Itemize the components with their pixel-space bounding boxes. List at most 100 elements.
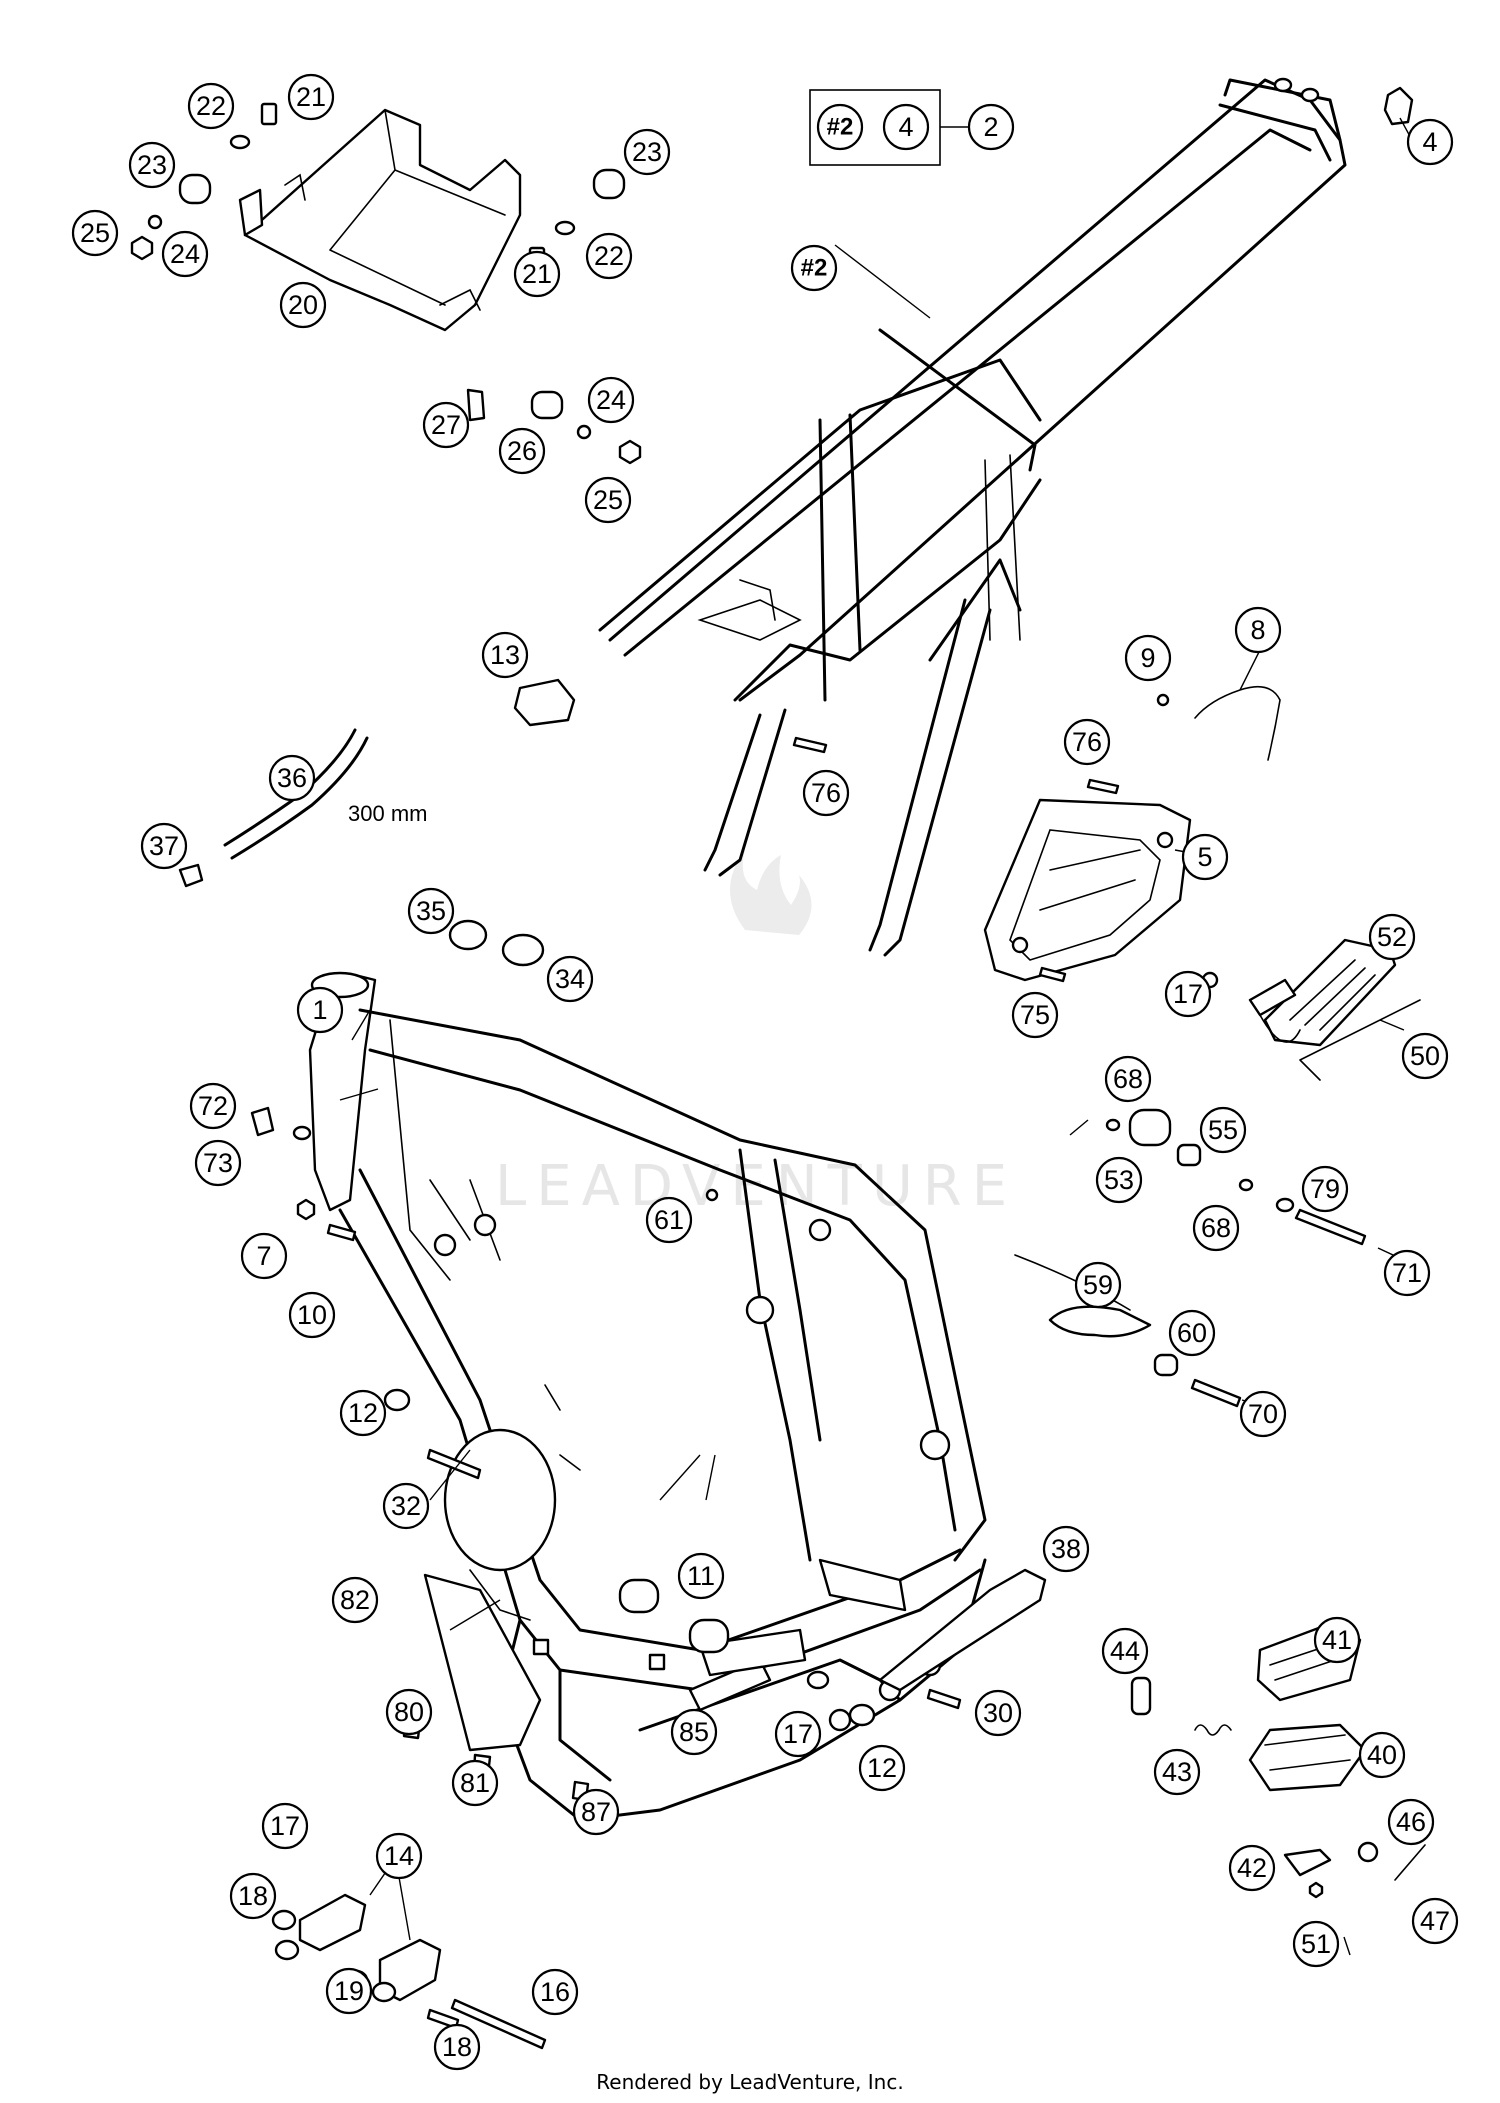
callout-label: 4 [1422, 127, 1437, 157]
callout-52: 52 [1368, 913, 1416, 961]
callout-41: 41 [1313, 1616, 1361, 1664]
callout-label: 55 [1208, 1115, 1238, 1145]
callout-label: 40 [1367, 1740, 1397, 1770]
watermark-text: LEADVENTURE [495, 1154, 1017, 1219]
callout-51: 51 [1292, 1920, 1340, 1968]
callout-label: 24 [596, 385, 626, 415]
cap-34-drawing [501, 933, 545, 967]
callout-73: 73 [194, 1139, 242, 1187]
callout-79: 79 [1301, 1165, 1349, 1213]
callout-label: 17 [1173, 979, 1203, 1009]
callout-18: 18 [229, 1872, 277, 1920]
svg-text:#2: #2 [801, 255, 828, 282]
callout-22-2: 22 [585, 232, 633, 280]
callout-75: 75 [1011, 991, 1059, 1039]
callout-7: 7 [240, 1232, 288, 1280]
callout-21-2: 21 [513, 250, 561, 298]
footrest-50-drawing [1248, 938, 1421, 1081]
callout-label: 25 [80, 218, 110, 248]
callout-23-2: 23 [623, 128, 671, 176]
skid-plate-drawing [238, 108, 522, 332]
kit-box-ref-circle: #2 [816, 103, 864, 151]
subframe-drawing [598, 77, 1347, 957]
callout-label: 23 [632, 137, 662, 167]
callout-label: 47 [1420, 1906, 1450, 1936]
callout-label: 22 [196, 91, 226, 121]
callout-label: 17 [783, 1719, 813, 1749]
callout-label: 60 [1177, 1318, 1207, 1348]
callout-30: 30 [974, 1689, 1022, 1737]
callout-11: 11 [677, 1552, 725, 1600]
bolts-76-75 [792, 736, 1120, 983]
callout-81: 81 [451, 1759, 499, 1807]
hose-clip-37 [178, 863, 204, 888]
callout-70: 70 [1239, 1390, 1287, 1438]
hose-length-label: 300 mm [348, 801, 427, 826]
callout-25-2: 25 [584, 476, 632, 524]
callout-label: 32 [391, 1491, 421, 1521]
callout-68-2: 68 [1192, 1204, 1240, 1252]
watermark: LEADVENTURE [495, 850, 1017, 1219]
kit-box-qty-circle: 4 [882, 103, 930, 151]
callout-label: 52 [1377, 922, 1407, 952]
callout-38: 38 [1042, 1525, 1090, 1573]
callout-label: 23 [137, 150, 167, 180]
callout-label: 37 [149, 831, 179, 861]
callout-21: 21 [287, 73, 335, 121]
callout-13: 13 [481, 631, 529, 679]
callout-label: 44 [1110, 1636, 1140, 1666]
callout-59: 59 [1074, 1261, 1122, 1309]
callout-76: 76 [1063, 718, 1111, 766]
callout-label: 21 [522, 259, 552, 289]
callout-18-2: 18 [433, 2023, 481, 2071]
callout-1: 1 [296, 986, 344, 1034]
callout-50: 50 [1401, 1032, 1449, 1080]
bracket-5-drawing [983, 798, 1192, 982]
callouts: 1457891011121213141617171718181920212122… [71, 73, 1459, 2071]
callout-label: 27 [431, 410, 461, 440]
callout-87: 87 [572, 1788, 620, 1836]
link-38-drawing [878, 1568, 1047, 1692]
callout-label: 26 [507, 436, 537, 466]
callout-36: 36 [268, 754, 316, 802]
callout-53: 53 [1095, 1156, 1143, 1204]
callout-27: 27 [422, 401, 470, 449]
callout-label: 41 [1322, 1625, 1352, 1655]
callout-label: 12 [867, 1753, 897, 1783]
leader-lines [339, 117, 1413, 1956]
wire-clip-drawing [1194, 685, 1281, 761]
callout-label: 72 [198, 1091, 228, 1121]
callout-label: 12 [348, 1398, 378, 1428]
callout-label: 17 [270, 1811, 300, 1841]
callout-label: 30 [983, 1698, 1013, 1728]
callout-68: 68 [1104, 1055, 1152, 1103]
callout-label: 42 [1237, 1853, 1267, 1883]
callout-23: 23 [128, 141, 176, 189]
callout-label: 7 [256, 1241, 271, 1271]
callout-label: 70 [1248, 1399, 1278, 1429]
frame-guard-80-drawing [423, 1573, 542, 1752]
kit-box-target-circle: 2 [967, 103, 1015, 151]
callout-72: 72 [189, 1082, 237, 1130]
callout-label: 22 [594, 241, 624, 271]
callout-label: 53 [1104, 1165, 1134, 1195]
callout-47: 47 [1411, 1897, 1459, 1945]
callout-label: 79 [1310, 1174, 1340, 1204]
callout-24-2: 24 [587, 376, 635, 424]
callout-25: 25 [71, 209, 119, 257]
callout-label: 8 [1250, 615, 1265, 645]
callout-label: 43 [1162, 1757, 1192, 1787]
callout-20: 20 [279, 281, 327, 329]
callout-55: 55 [1199, 1106, 1247, 1154]
rubber-buffer-drawing [1383, 86, 1414, 126]
callout-14: 14 [375, 1832, 423, 1880]
stand-bracket-drawing [271, 1893, 547, 2050]
callout-label: 87 [581, 1797, 611, 1827]
callout-40: 40 [1358, 1731, 1406, 1779]
callout-71: 71 [1383, 1249, 1431, 1297]
main-frame-drawing [308, 971, 987, 1822]
callout-label: 85 [679, 1717, 709, 1747]
callout-label: 76 [811, 778, 841, 808]
callout-label: 51 [1301, 1929, 1331, 1959]
bearing-35-drawing [448, 919, 488, 951]
